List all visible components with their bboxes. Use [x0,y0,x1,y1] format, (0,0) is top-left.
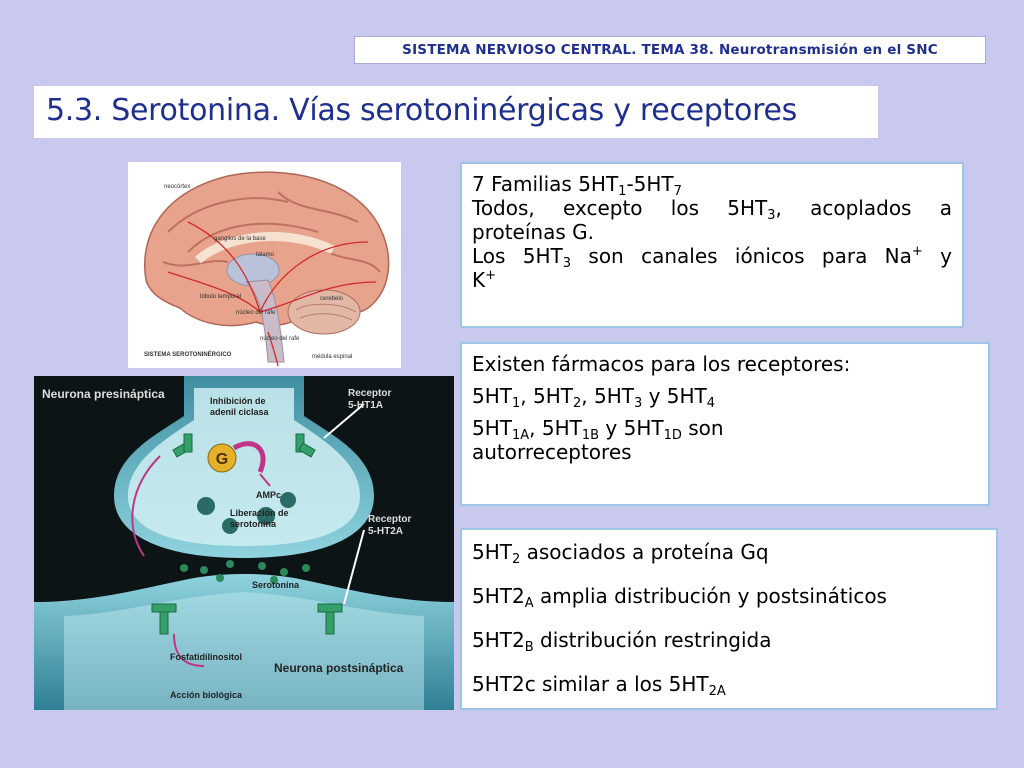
section-header: SISTEMA NERVIOSO CENTRAL. TEMA 38. Neuro… [354,36,986,64]
brain-figure: neocórtex ganglios de la base tálamo lób… [128,162,401,368]
release-label-1: Liberación de [230,508,289,518]
drugs-line-2: 5HT1, 5HT2, 5HT3 y 5HT4 [472,384,716,411]
serotonin-label: Serotonina [252,580,300,590]
families-line-3: proteínas G. [472,220,594,244]
receptor-2a-label-1: Receptor [368,514,411,525]
brain-caption: SISTEMA SEROTONINÉRGICO [144,350,232,358]
families-line-2: Todos, excepto los 5HT3, acoplados a [472,196,952,223]
ampc-label: AMPc [256,490,281,500]
receptor-1a-label-2: 5-HT1A [348,400,383,411]
label-neocortex: neocórtex [164,184,190,190]
label-ganglios: ganglios de la base [214,236,266,242]
cortex-shape [144,171,390,327]
slide-title: 5.3. Serotonina. Vías serotoninérgicas y… [46,93,797,128]
brain-illustration: neocórtex ganglios de la base tálamo lób… [144,171,390,367]
release-label-2: serotonina [230,519,277,529]
presynaptic-label: Neurona presináptica [42,387,165,401]
label-cerebelo: cerebelo [320,296,344,302]
label-medula: médula espinal [312,354,352,360]
inhibition-label-1: Inhibición de [210,396,266,406]
families-line-4: Los 5HT3 son canales iónicos para Na+ y [472,244,952,271]
label-nucleo-rafe-2: núcleo del rafe [260,336,300,342]
postsynaptic-label: Neurona postsináptica [274,661,404,675]
receptor-1a-label-1: Receptor [348,388,391,399]
inhibition-label-2: adenil ciclasa [210,407,270,417]
drugs-line-1: Existen fármacos para los receptores: [472,352,851,376]
action-label: Acción biológica [170,690,243,700]
5ht2-line-3: 5HT2B distribución restringida [472,628,772,655]
title-box: 5.3. Serotonina. Vías serotoninérgicas y… [34,86,878,138]
synapse-figure: G Neurona presináptica Inhibición de ade… [34,376,454,710]
label-lobulo-temporal: lóbulo temporal [200,294,241,300]
g-protein-label: G [216,451,228,468]
5ht2-line-2: 5HT2A amplia distribución y postsinático… [472,584,887,611]
families-box: 7 Familias 5HT1-5HT7 Todos, excepto los … [460,162,964,328]
label-talamo: tálamo [256,252,275,258]
fosfa-label: Fosfatidilinositol [170,652,242,662]
families-line-1: 7 Familias 5HT1-5HT7 [472,172,682,199]
synapse-illustration: G Neurona presináptica Inhibición de ade… [34,376,454,710]
5ht2-box: 5HT2 asociados a proteína Gq 5HT2A ampli… [460,528,998,710]
drugs-line-3: 5HT1A, 5HT1B y 5HT1D son [472,416,724,443]
families-line-5: K+ [472,268,497,292]
5ht2-line-4: 5HT2c similar a los 5HT2A [472,672,726,699]
5ht2-line-1: 5HT2 asociados a proteína Gq [472,540,769,567]
receptor-2a-label-2: 5-HT2A [368,526,403,537]
label-nucleo-rafe-1: núcleo del rafe [236,310,276,316]
drugs-line-4: autorreceptores [472,440,632,464]
drugs-box: Existen fármacos para los receptores: 5H… [460,342,990,506]
g-protein [207,443,237,473]
